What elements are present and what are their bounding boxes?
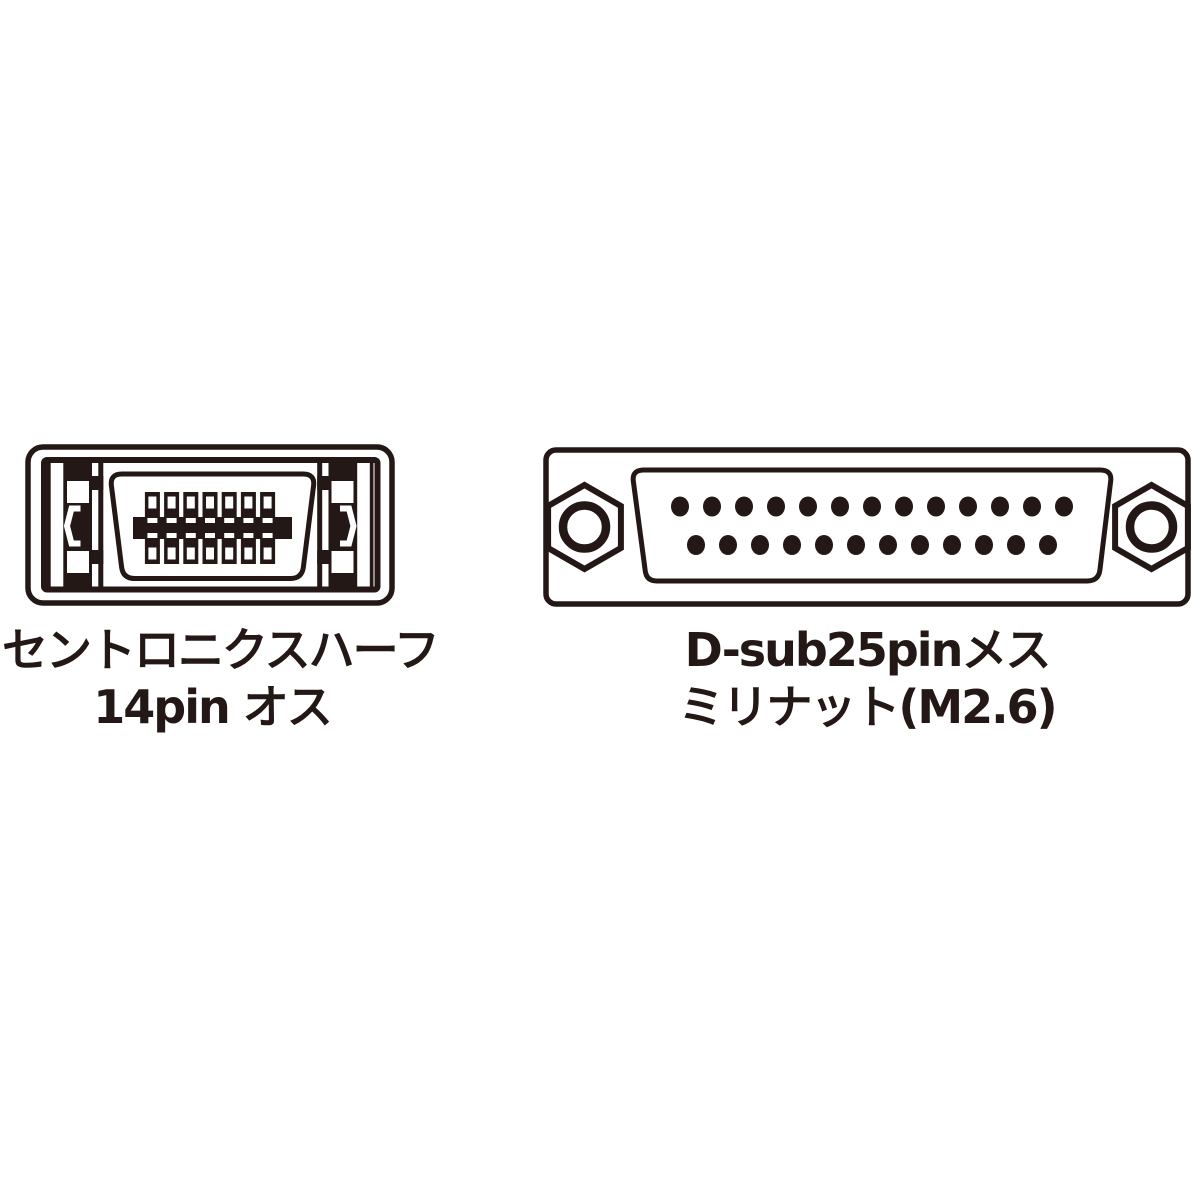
pin-window-bottom: [206, 547, 214, 560]
pin-notch-top: [147, 518, 158, 523]
centronics-label-line1: セントロニクスハーフ: [2, 623, 440, 677]
socket-hole: [735, 496, 753, 517]
pin-window-bottom: [225, 547, 234, 560]
latch-rail-right: [317, 463, 323, 587]
socket-hole: [991, 496, 1009, 517]
socket-hole: [783, 535, 801, 555]
socket-hole: [719, 535, 737, 555]
latch-slot: [50, 463, 64, 587]
pin-window-top: [263, 496, 272, 509]
pin-window-bottom: [148, 547, 157, 560]
latch-window: [67, 481, 89, 503]
socket-hole: [879, 535, 897, 555]
pin-notch-bottom: [147, 533, 158, 538]
pin-window-top: [148, 496, 157, 509]
latch-window: [331, 481, 354, 503]
socket-hole: [895, 496, 913, 517]
pin-column: [260, 492, 276, 564]
socket-hole: [911, 535, 929, 555]
hex-nut-right-icon: [1112, 481, 1191, 573]
pin-notch-bottom: [185, 533, 196, 538]
socket-hole: [703, 496, 721, 517]
centronics-label-line2: 14pin オス: [93, 680, 332, 734]
nut-hole: [1125, 501, 1178, 553]
dsub-pin-field: [671, 496, 1073, 555]
pin-notch-bottom: [262, 533, 273, 538]
pin-window-bottom: [167, 547, 176, 560]
pin-column: [202, 492, 218, 564]
pin-window-top: [167, 496, 176, 509]
socket-hole: [767, 496, 785, 517]
pin-notch-top: [224, 518, 235, 523]
pin-window-bottom: [263, 547, 272, 560]
socket-hole: [1055, 496, 1073, 517]
latch-slot: [357, 463, 370, 587]
pin-notch-bottom: [243, 533, 254, 538]
dsub-connector-drawing: [543, 447, 1191, 607]
pin-notch-bottom: [166, 533, 177, 538]
pin-notch-top: [243, 518, 254, 523]
socket-hole: [943, 535, 961, 555]
latch-window: [331, 551, 354, 573]
socket-hole: [687, 535, 705, 555]
latch-spring-left: [63, 505, 81, 547]
latch-window: [67, 551, 89, 573]
dsub-label: D-sub25pinメス ミリナット(M2.6): [546, 622, 1188, 736]
dsub-shell: [630, 467, 1114, 584]
socket-hole: [1039, 535, 1057, 555]
pin-column: [221, 492, 237, 564]
latch-rail-left: [98, 463, 104, 587]
socket-hole: [751, 535, 769, 555]
centronics-latch-left: [47, 463, 104, 587]
socket-hole: [799, 496, 817, 517]
pin-column: [183, 492, 199, 564]
pin-column: [144, 492, 160, 564]
latch-spring-right: [340, 505, 357, 547]
socket-hole: [863, 496, 881, 517]
centronics-label: セントロニクスハーフ 14pin オス: [2, 622, 440, 736]
socket-hole: [959, 496, 977, 517]
pin-notch-bottom: [205, 533, 215, 538]
socket-hole: [831, 496, 849, 517]
socket-hole: [815, 535, 833, 555]
socket-hole: [975, 535, 993, 555]
hex-nut-left-icon: [545, 481, 624, 573]
pin-window-top: [244, 496, 253, 509]
latch-bridge: [317, 476, 332, 490]
socket-hole: [671, 496, 689, 517]
pin-window-top: [206, 496, 214, 509]
pin-window-top: [225, 496, 234, 509]
pin-notch-top: [205, 518, 215, 523]
pin-notch-top: [185, 518, 196, 523]
centronics-pin-field: [144, 492, 276, 564]
pin-window-top: [186, 496, 195, 509]
latch-bridge: [89, 476, 104, 490]
pin-column: [240, 492, 256, 564]
socket-hole: [1023, 496, 1041, 517]
pin-window-bottom: [186, 547, 195, 560]
pin-column: [164, 492, 180, 564]
latch-bridge: [317, 550, 332, 564]
dsub-label-line1: D-sub25pinメス: [684, 623, 1052, 677]
latch-bridge: [89, 550, 104, 564]
socket-hole: [847, 535, 865, 555]
centronics-latch-right: [317, 463, 374, 587]
centronics-connector-drawing: [25, 444, 395, 606]
pin-notch-bottom: [224, 533, 235, 538]
pin-notch-top: [262, 518, 273, 523]
pin-notch-top: [166, 518, 177, 523]
pin-window-bottom: [244, 547, 253, 560]
dsub-label-line2: ミリナット(M2.6): [678, 680, 1057, 734]
nut-hole: [558, 501, 611, 553]
socket-hole: [1007, 535, 1025, 555]
socket-hole: [927, 496, 945, 517]
